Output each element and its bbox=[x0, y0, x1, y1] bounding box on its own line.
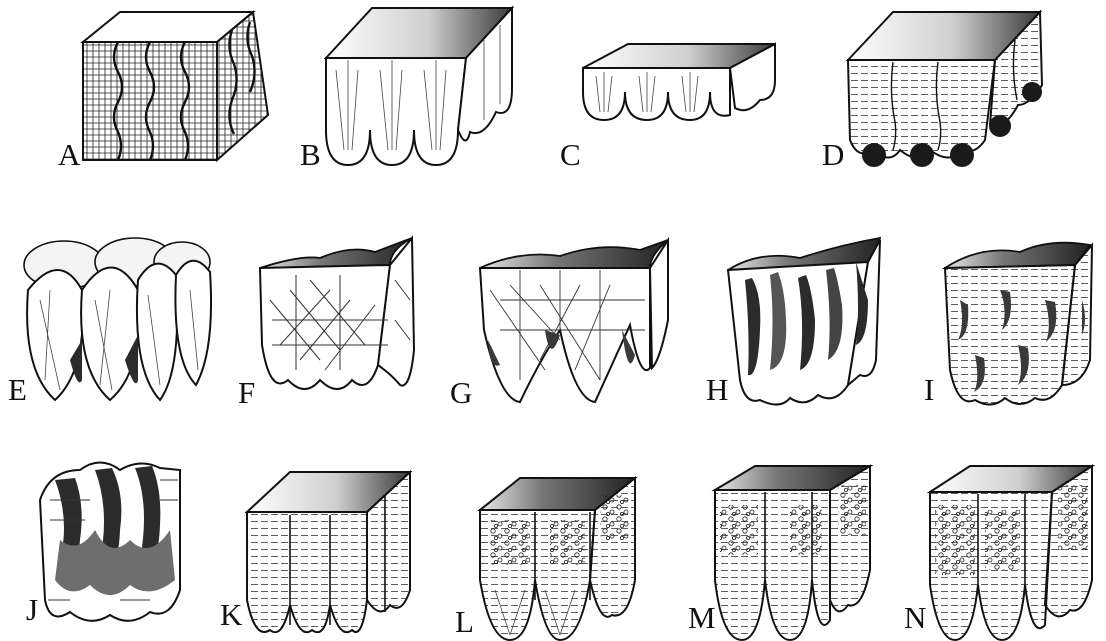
panel-label: C bbox=[560, 137, 581, 172]
panel-E: E bbox=[8, 238, 211, 407]
panel-label: K bbox=[220, 597, 243, 632]
panel-G: G bbox=[450, 240, 668, 410]
nodule bbox=[1022, 82, 1042, 102]
panel-B: B bbox=[300, 8, 512, 172]
nodule bbox=[862, 143, 886, 167]
panel-L: L bbox=[455, 478, 635, 640]
panel-label: B bbox=[300, 137, 321, 172]
nodule bbox=[910, 143, 934, 167]
panel-K: K bbox=[220, 472, 410, 632]
panel-label: L bbox=[455, 604, 474, 639]
panel-A: A bbox=[58, 12, 268, 172]
panel-I: I bbox=[924, 243, 1092, 407]
panel-D: D bbox=[822, 12, 1042, 172]
panel-label: A bbox=[58, 137, 81, 172]
panel-label: H bbox=[706, 372, 728, 407]
panel-label: F bbox=[238, 375, 255, 410]
panel-label: D bbox=[822, 137, 844, 172]
nodule bbox=[989, 115, 1011, 137]
panel-label: I bbox=[924, 372, 934, 407]
panel-label: G bbox=[450, 375, 472, 410]
panel-N: N bbox=[904, 466, 1092, 640]
panel-F: F bbox=[238, 238, 414, 410]
panel-label: E bbox=[8, 372, 27, 407]
panel-label: N bbox=[904, 600, 926, 635]
panel-label: J bbox=[26, 592, 38, 627]
panel-J: J bbox=[26, 463, 180, 628]
panel-M: M bbox=[688, 466, 870, 640]
panel-label: M bbox=[688, 600, 716, 635]
nodule bbox=[950, 143, 974, 167]
panel-H: H bbox=[706, 238, 880, 407]
panel-C: C bbox=[560, 44, 775, 172]
